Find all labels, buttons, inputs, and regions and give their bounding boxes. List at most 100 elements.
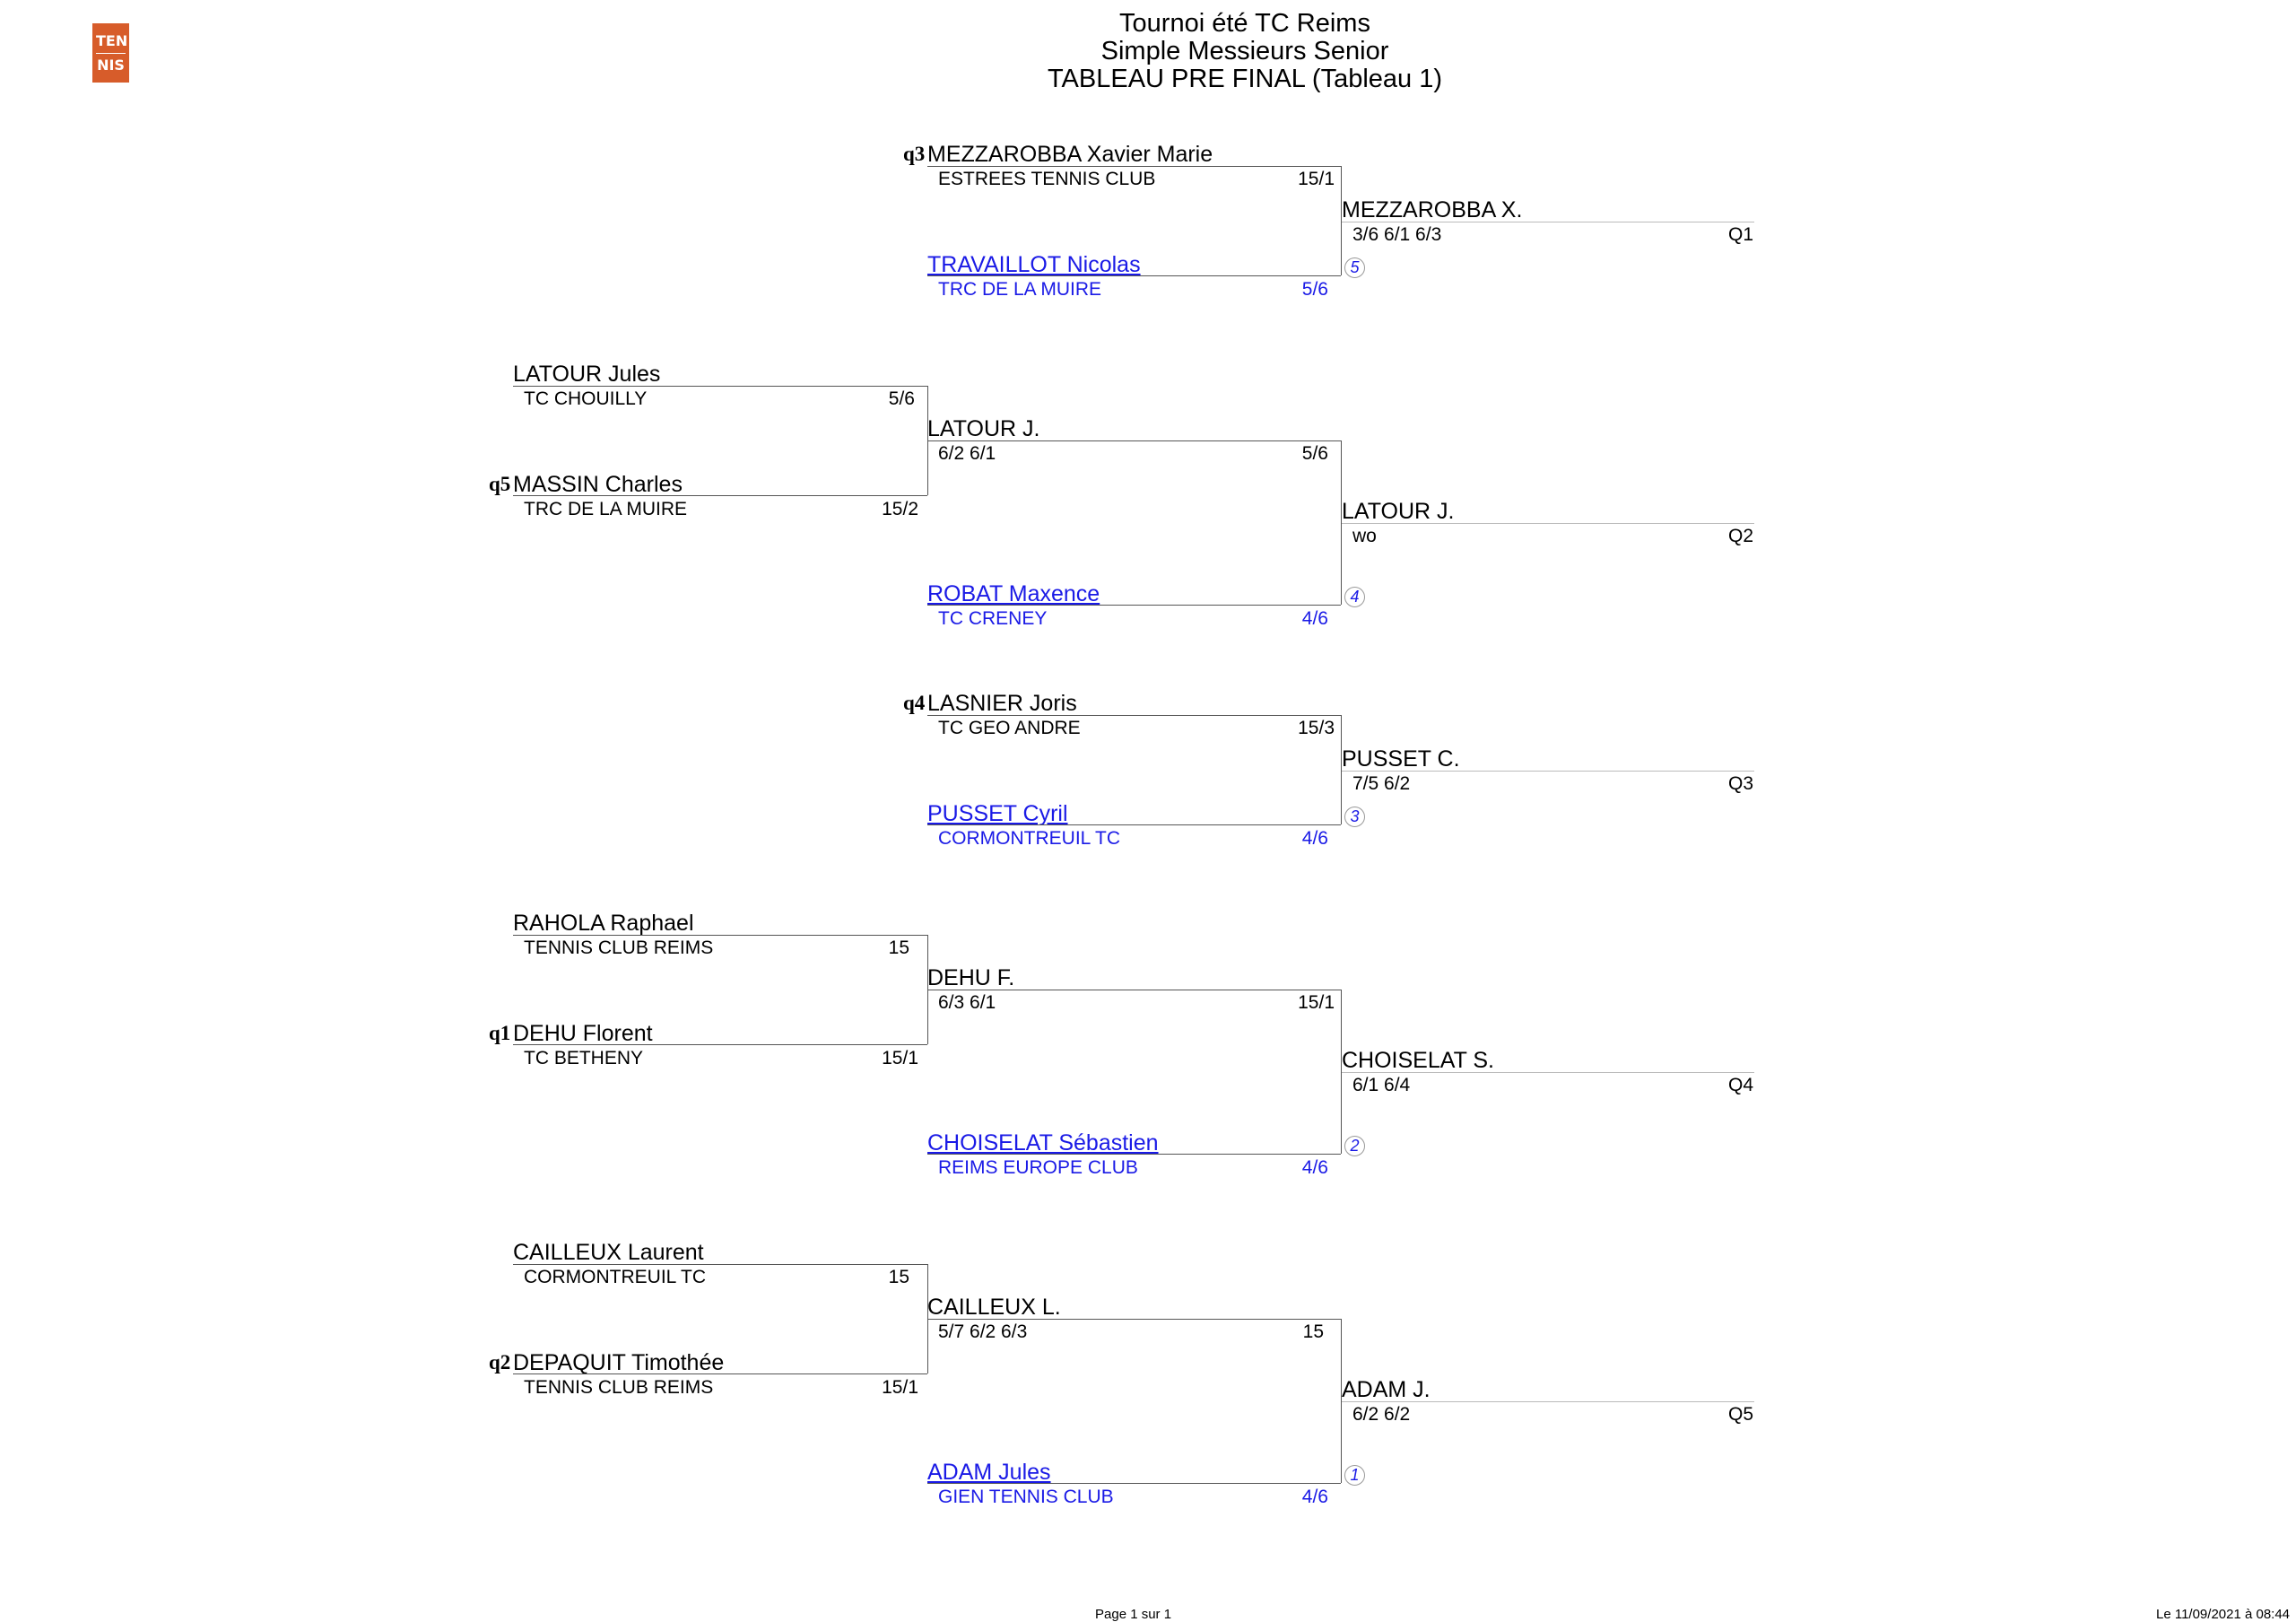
bracket-connector	[1341, 166, 1342, 275]
seed-number-badge: 3	[1344, 807, 1365, 827]
bracket-line	[513, 1264, 927, 1265]
player-rank: 4/6	[1301, 608, 1328, 629]
bracket-connector	[1341, 990, 1342, 1154]
match-score: 6/1 6/4	[1352, 1075, 1411, 1095]
player-rank: 4/6	[1301, 1487, 1328, 1507]
bracket-connector	[1341, 715, 1342, 824]
tennis-logo: TEN NIS	[92, 23, 129, 83]
print-date: Le 11/09/2021 à 08:44	[2156, 1607, 2291, 1622]
player-club: CORMONTREUIL TC	[938, 828, 1121, 849]
player-club: REIMS EUROPE CLUB	[938, 1157, 1138, 1178]
seed-number-badge: 1	[1344, 1465, 1365, 1486]
bracket-connector	[1341, 440, 1342, 605]
seed-number-badge: 5	[1344, 257, 1365, 278]
tournament-title: Tournoi été TC Reims	[1119, 9, 1370, 38]
player-club: ESTREES TENNIS CLUB	[938, 169, 1156, 189]
qualifier-seed: q5	[489, 473, 511, 495]
player-club: GIEN TENNIS CLUB	[938, 1487, 1114, 1507]
player-club: TC GEO ANDRE	[938, 718, 1081, 738]
draw-title: TABLEAU PRE FINAL (Tableau 1)	[1048, 65, 1442, 93]
player-rank: 5/6	[1301, 279, 1328, 300]
player-name-link[interactable]: TRAVAILLOT Nicolas	[927, 252, 1141, 277]
bracket-line	[927, 1483, 1341, 1484]
logo-text-top: TEN	[96, 32, 127, 54]
round-winner-name: DEHU F.	[927, 965, 1015, 990]
round-winner-name: CAILLEUX L.	[927, 1295, 1061, 1320]
bracket-line	[927, 715, 1341, 716]
player-rank: 5/6	[888, 388, 915, 409]
qualifier-seed: q2	[489, 1351, 511, 1373]
player-rank: 15/1	[1298, 992, 1335, 1013]
qualifier-seed: q3	[903, 143, 926, 165]
winner-name: PUSSET C.	[1342, 746, 1460, 772]
qualified-label: Q1	[1727, 224, 1753, 245]
bracket-line	[927, 1154, 1341, 1155]
match-score: 5/7 6/2 6/3	[938, 1321, 1028, 1342]
player-club: TC CHOUILLY	[524, 388, 648, 409]
match-score: 6/2 6/1	[938, 443, 996, 464]
seed-number-badge: 4	[1344, 587, 1365, 607]
result-line	[1342, 1072, 1754, 1073]
match-score: wo	[1352, 526, 1377, 546]
winner-name: LATOUR J.	[1342, 499, 1455, 524]
winner-name: CHOISELAT S.	[1342, 1048, 1494, 1073]
player-rank: 4/6	[1301, 1157, 1328, 1178]
player-club: TENNIS CLUB REIMS	[524, 1377, 714, 1398]
category-title: Simple Messieurs Senior	[1100, 37, 1389, 65]
player-rank: 15/1	[1298, 169, 1335, 189]
player-rank: 4/6	[1301, 828, 1328, 849]
player-rank: 15	[888, 1267, 909, 1287]
qualified-label: Q5	[1727, 1404, 1753, 1425]
player-rank: 15/1	[882, 1377, 918, 1398]
qualifier-seed: q4	[903, 692, 926, 714]
match-score: 7/5 6/2	[1352, 773, 1411, 794]
player-rank: 15/1	[882, 1048, 918, 1068]
bracket-connector	[1341, 1319, 1342, 1483]
player-name-link[interactable]: CHOISELAT Sébastien	[927, 1130, 1159, 1155]
player-rank: 5/6	[1301, 443, 1328, 464]
qualified-label: Q2	[1727, 526, 1753, 546]
player-name: MASSIN Charles	[513, 472, 683, 497]
bracket-line	[927, 275, 1341, 276]
player-name-link[interactable]: ROBAT Maxence	[927, 581, 1100, 606]
qualified-label: Q3	[1727, 773, 1753, 794]
winner-name: MEZZAROBBA X.	[1342, 197, 1523, 222]
bracket-line	[927, 1319, 1341, 1320]
player-name: LATOUR Jules	[513, 362, 661, 387]
player-club: TC CRENEY	[938, 608, 1048, 629]
player-rank: 15	[888, 937, 909, 958]
player-name: DEHU Florent	[513, 1021, 653, 1046]
bracket-line	[927, 166, 1341, 167]
match-score: 6/3 6/1	[938, 992, 996, 1013]
player-name: CAILLEUX Laurent	[513, 1240, 704, 1265]
player-rank: 15	[1302, 1321, 1324, 1342]
player-name: MEZZAROBBA Xavier Marie	[927, 142, 1213, 167]
player-rank: 15/2	[882, 499, 918, 519]
bracket-line	[927, 440, 1341, 441]
bracket-line	[927, 605, 1341, 606]
match-score: 6/2 6/2	[1352, 1404, 1411, 1425]
player-club: CORMONTREUIL TC	[524, 1267, 707, 1287]
player-name-link[interactable]: PUSSET Cyril	[927, 801, 1068, 826]
seed-number-badge: 2	[1344, 1136, 1365, 1156]
bracket-line	[513, 1044, 927, 1045]
player-club: TRC DE LA MUIRE	[524, 499, 688, 519]
result-line	[1342, 1401, 1754, 1402]
player-club: TENNIS CLUB REIMS	[524, 937, 714, 958]
player-club: TC BETHENY	[524, 1048, 644, 1068]
player-club: TRC DE LA MUIRE	[938, 279, 1102, 300]
bracket-line	[513, 495, 927, 496]
bracket-line	[513, 386, 927, 387]
qualifier-seed: q1	[489, 1022, 511, 1044]
player-name: DEPAQUIT Timothée	[513, 1350, 725, 1375]
result-line	[1342, 771, 1754, 772]
bracket-line	[513, 935, 927, 936]
bracket-line	[927, 824, 1341, 825]
player-rank: 15/3	[1298, 718, 1335, 738]
logo-text-bottom: NIS	[97, 56, 125, 74]
player-name-link[interactable]: ADAM Jules	[927, 1460, 1051, 1485]
round-winner-name: LATOUR J.	[927, 416, 1040, 441]
qualified-label: Q4	[1727, 1075, 1753, 1095]
result-line	[1342, 523, 1754, 524]
player-name: LASNIER Joris	[927, 691, 1077, 716]
